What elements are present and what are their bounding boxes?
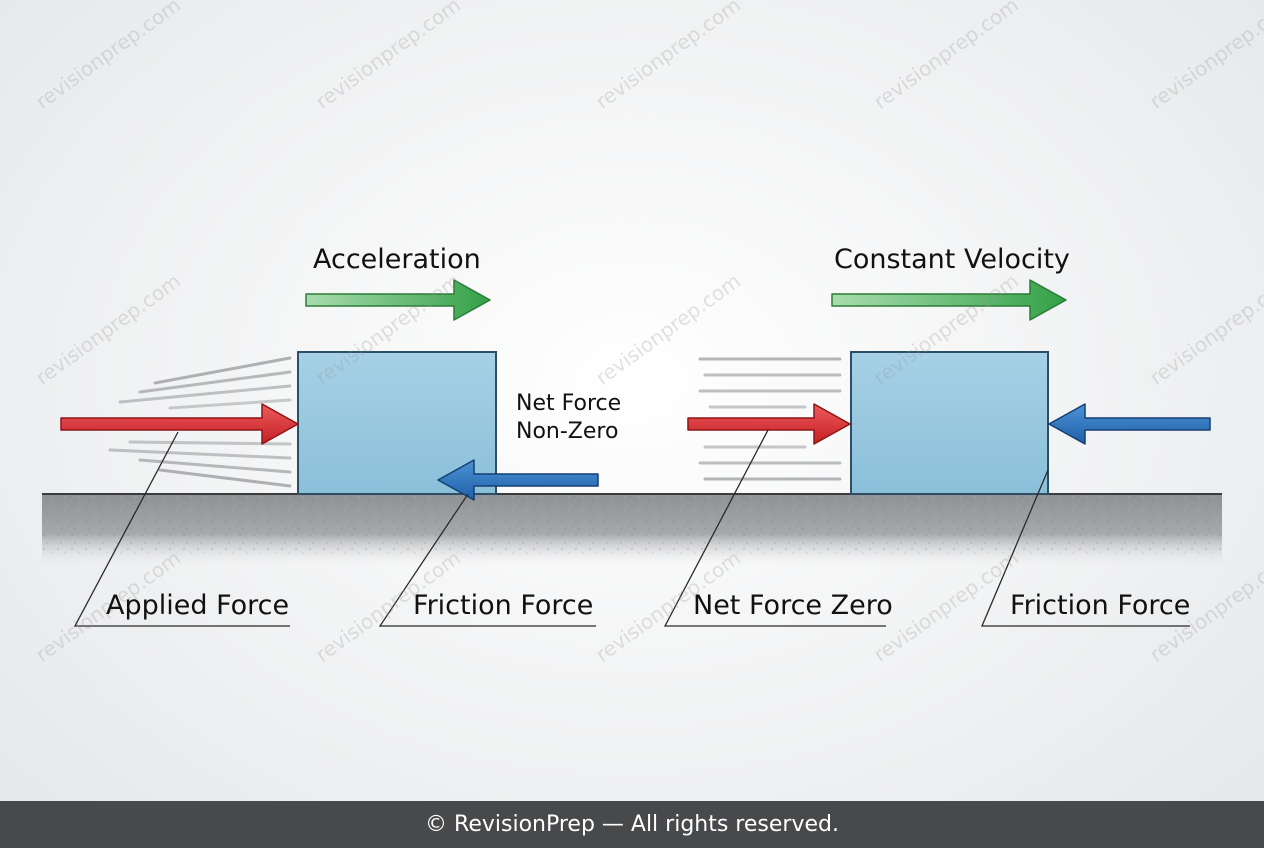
friction-force-label-right: Friction Force xyxy=(1010,590,1191,621)
applied-force-arrow xyxy=(60,403,299,445)
applied-force-label: Applied Force xyxy=(106,590,290,621)
friction-force-arrow-left xyxy=(437,459,599,501)
friction-force-label-left: Friction Force xyxy=(413,590,594,621)
constant-velocity-arrow xyxy=(831,279,1067,321)
friction-force-arrow-right xyxy=(1048,403,1211,445)
right-block xyxy=(850,351,1049,495)
copyright-footer: © RevisionPrep — All rights reserved. xyxy=(0,801,1264,848)
left-motion-lines xyxy=(108,356,292,488)
right-motion-lines xyxy=(698,357,842,481)
left-leader-lines xyxy=(73,431,596,627)
copyright-text: © RevisionPrep — All rights reserved. xyxy=(425,812,839,837)
net-force-zero-label: Net Force Zero xyxy=(693,590,893,621)
net-force-nonzero-label-line1: Net Force xyxy=(516,391,622,416)
applied-force-arrow-right-panel xyxy=(687,403,851,445)
acceleration-arrow xyxy=(305,279,491,321)
ground-surface xyxy=(42,493,1222,566)
right-leader-lines xyxy=(663,429,1190,627)
net-force-nonzero-label-line2: Non-Zero xyxy=(516,419,619,444)
acceleration-label: Acceleration xyxy=(313,244,481,275)
constant-velocity-label: Constant Velocity xyxy=(834,244,1070,275)
